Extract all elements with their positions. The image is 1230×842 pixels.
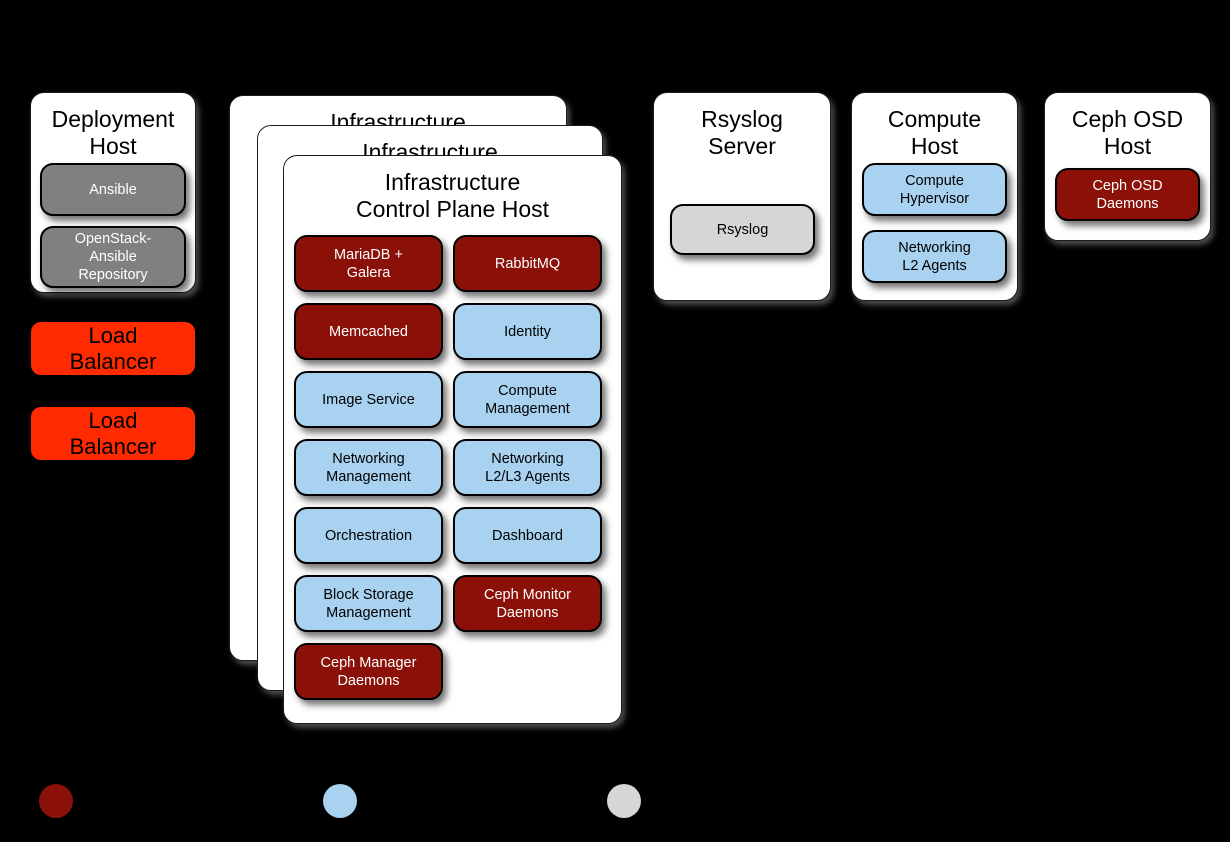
service-compute-hypervisor[interactable]: Compute Hypervisor — [862, 163, 1007, 216]
service-ceph-osd-daemons[interactable]: Ceph OSD Daemons — [1055, 168, 1200, 221]
service-label: Ceph Manager Daemons — [320, 654, 417, 689]
service-ceph-manager-daemons[interactable]: Ceph Manager Daemons — [294, 643, 443, 700]
service-networking-l2-l3-agents[interactable]: Networking L2/L3 Agents — [453, 439, 602, 496]
service-image-service[interactable]: Image Service — [294, 371, 443, 428]
service-networking-management[interactable]: Networking Management — [294, 439, 443, 496]
service-orchestration[interactable]: Orchestration — [294, 507, 443, 564]
service-label: Block Storage Management — [323, 586, 414, 621]
service-label: OpenStack- Ansible Repository — [74, 231, 152, 283]
load-balancer-label: Load Balancer — [69, 322, 157, 374]
service-ceph-monitor-daemons[interactable]: Ceph Monitor Daemons — [453, 575, 602, 632]
service-identity[interactable]: Identity — [453, 303, 602, 360]
service-networking-l2-agents[interactable]: Networking L2 Agents — [862, 230, 1007, 283]
service-rabbitmq[interactable]: RabbitMQ — [453, 235, 602, 292]
service-label: Compute Management — [485, 382, 570, 417]
service-label: Rsyslog — [716, 221, 769, 238]
load-balancer-label: Load Balancer — [69, 407, 157, 459]
service-openstack-ansible-repository[interactable]: OpenStack- Ansible Repository — [40, 226, 186, 288]
service-label: Memcached — [329, 323, 408, 340]
service-label: Networking L2 Agents — [898, 239, 971, 274]
service-ansible[interactable]: Ansible — [40, 163, 186, 216]
service-label: MariaDB + Galera — [334, 246, 403, 281]
service-rsyslog[interactable]: Rsyslog — [670, 204, 815, 255]
service-label: Networking L2/L3 Agents — [485, 450, 570, 485]
service-label: Ceph OSD Daemons — [1092, 177, 1163, 212]
legend-dot-blue — [323, 784, 357, 818]
infrastructure-control-plane-host-title: Infrastructure Control Plane Host — [355, 169, 550, 222]
legend-dot-light-gray — [607, 784, 641, 818]
compute-host-title: Compute Host — [887, 106, 982, 159]
service-compute-management[interactable]: Compute Management — [453, 371, 602, 428]
service-dashboard[interactable]: Dashboard — [453, 507, 602, 564]
service-label: Networking Management — [326, 450, 411, 485]
service-label: Dashboard — [492, 527, 563, 544]
legend-dot-red — [39, 784, 73, 818]
load-balancer-2[interactable]: Load Balancer — [30, 406, 196, 461]
service-mariadb-galera[interactable]: MariaDB + Galera — [294, 235, 443, 292]
load-balancer-1[interactable]: Load Balancer — [30, 321, 196, 376]
rsyslog-server-title: Rsyslog Server — [701, 106, 783, 159]
service-label: Identity — [504, 323, 551, 340]
rsyslog-server-card: Rsyslog Server — [653, 92, 831, 301]
service-label: Image Service — [322, 391, 415, 408]
service-block-storage-management[interactable]: Block Storage Management — [294, 575, 443, 632]
service-label: Ceph Monitor Daemons — [483, 586, 572, 621]
ceph-osd-host-title: Ceph OSD Host — [1071, 106, 1184, 159]
deployment-host-title: Deployment Host — [51, 106, 175, 159]
service-label: RabbitMQ — [494, 255, 561, 272]
service-memcached[interactable]: Memcached — [294, 303, 443, 360]
service-label: Compute Hypervisor — [899, 172, 970, 207]
service-label: Ansible — [89, 181, 137, 198]
service-label: Orchestration — [324, 527, 413, 544]
